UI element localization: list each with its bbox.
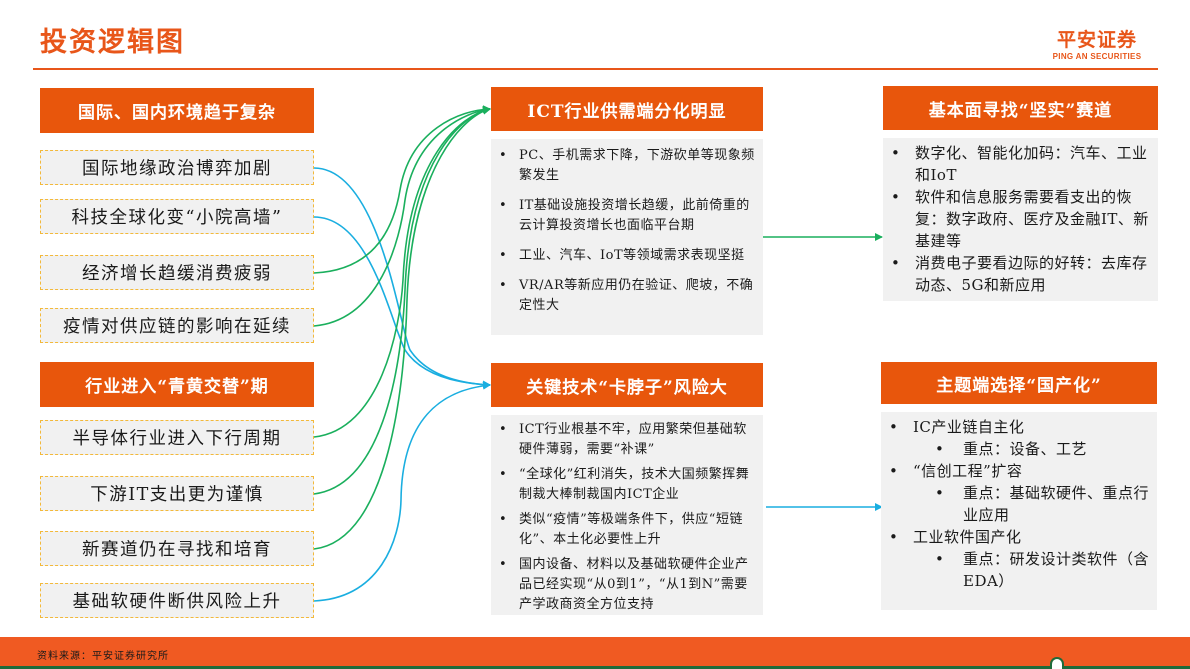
ict-divergence-panel: PC、手机需求下降，下游砍单等现象频繁发生 IT基础设施投资增长趋缓，此前倚重的…	[491, 139, 763, 335]
title-divider	[33, 68, 1158, 70]
link-it-spending-to-ict	[313, 106, 491, 495]
localization-header: 主题端选择“国产化”	[881, 362, 1157, 404]
ict-divergence-header: ICT行业供需端分化明显	[491, 87, 763, 131]
bullet-item: IC产业链自主化	[881, 416, 1151, 438]
sub-bullet-item: 重点：基础软硬件、重点行业应用	[881, 482, 1151, 526]
bullet-item: 类似“疫情”等极端条件下，供应“短链化”、本土化必要性上升	[491, 510, 755, 550]
logo-english: PING AN SECURITIES	[1052, 52, 1142, 61]
sub-bullet-item: 重点：研发设计类软件（含EDA）	[881, 548, 1151, 592]
bullet-item: 数字化、智能化加码：汽车、工业和IoT	[883, 142, 1152, 186]
link-geopolitics-to-chokepoint	[313, 167, 491, 389]
page-title: 投资逻辑图	[40, 27, 185, 58]
fundamentals-header: 基本面寻找“坚实”赛道	[883, 86, 1158, 130]
chokepoint-risk-panel: ICT行业根基不牢，应用繁荣但基础软硬件薄弱，需要“补课” “全球化”红利消失，…	[491, 415, 763, 615]
link-basic-sw-hw-to-chokepoint	[313, 381, 491, 602]
driver-item: 科技全球化变“小院高墙”	[40, 199, 314, 234]
driver-item: 新赛道仍在寻找和培育	[40, 531, 314, 566]
brand-mark-icon	[1050, 657, 1064, 669]
group1-header: 国际、国内环境趋于复杂	[40, 88, 314, 133]
bullet-item: 国内设备、材料以及基础软硬件企业产品已经实现“从0到1”，“从1到N”需要产学政…	[491, 555, 755, 615]
driver-item: 国际地缘政治博弈加剧	[40, 150, 314, 185]
bullet-item: IT基础设施投资增长趋缓，此前倚重的云计算投资增长也面临平台期	[491, 196, 755, 236]
group2-header: 行业进入“青黄交替”期	[40, 362, 314, 407]
bullet-item: “全球化”红利消失，技术大国频繁挥舞制裁大棒制裁国内ICT企业	[491, 465, 755, 505]
driver-item: 下游IT支出更为谨慎	[40, 476, 314, 511]
bullet-item: 软件和信息服务需要看支出的恢复：数字政府、医疗及金融IT、新基建等	[883, 186, 1152, 252]
driver-item: 半导体行业进入下行周期	[40, 420, 314, 455]
bullet-item: PC、手机需求下降，下游砍单等现象频繁发生	[491, 146, 755, 186]
link-tech-globalization-to-chokepoint	[313, 216, 491, 389]
link-economy-to-ict	[313, 105, 491, 274]
driver-item: 经济增长趋缓消费疲弱	[40, 255, 314, 290]
driver-item: 疫情对供应链的影响在延续	[40, 308, 314, 343]
bullet-item: 工业、汽车、IoT等领域需求表现坚挺	[491, 246, 755, 266]
driver-item: 基础软硬件断供风险上升	[40, 583, 314, 618]
source-note: 资料来源：平安证券研究所	[37, 651, 169, 662]
logo-chinese: 平安证券	[1056, 29, 1137, 51]
link-new-tracks-to-ict	[313, 106, 491, 550]
bullet-item: “信创工程”扩容	[881, 460, 1151, 482]
chokepoint-risk-header: 关键技术“卡脖子”风险大	[491, 363, 763, 407]
bullet-item: 工业软件国产化	[881, 526, 1151, 548]
sub-bullet-item: 重点：设备、工艺	[881, 438, 1151, 460]
localization-panel: IC产业链自主化 重点：设备、工艺 “信创工程”扩容 重点：基础软硬件、重点行业…	[881, 412, 1157, 610]
footer-bar: 资料来源：平安证券研究所	[0, 637, 1190, 669]
fundamentals-panel: 数字化、智能化加码：汽车、工业和IoT 软件和信息服务需要看支出的恢复：数字政府…	[883, 138, 1158, 301]
link-epidemic-to-ict	[313, 105, 491, 327]
brand-logo: 平安证券 PING AN SECURITIES	[1042, 30, 1152, 61]
link-semiconductor-to-ict	[313, 106, 491, 438]
bullet-item: VR/AR等新应用仍在验证、爬坡，不确定性大	[491, 276, 755, 316]
bullet-item: 消费电子要看边际的好转：去库存动态、5G和新应用	[883, 252, 1152, 296]
bullet-item: ICT行业根基不牢，应用繁荣但基础软硬件薄弱，需要“补课”	[491, 420, 755, 460]
